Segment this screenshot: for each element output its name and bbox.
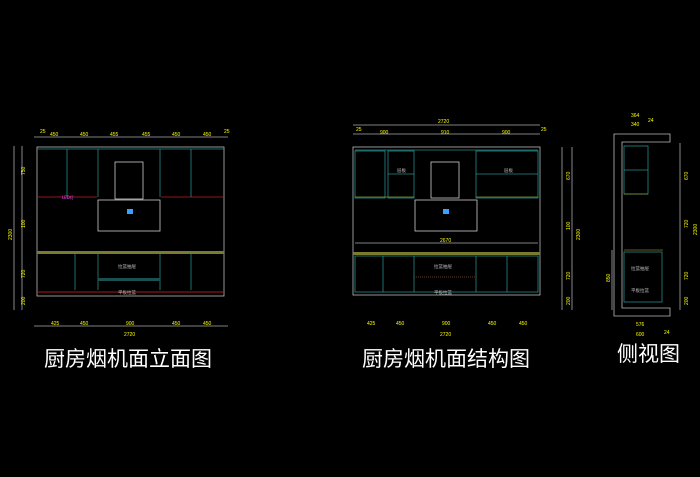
range-hood	[97, 199, 161, 232]
dim-label: 455	[142, 132, 151, 138]
dim-label: 670	[684, 171, 690, 180]
hood-chimney	[114, 161, 144, 200]
elevation-view	[13, 136, 228, 327]
drawer-label: 拉篮抽屉	[118, 263, 136, 270]
dim-label: 25	[224, 129, 230, 135]
dim-height: 2300	[693, 224, 699, 235]
dim-label: 25	[40, 129, 46, 135]
countertop	[37, 251, 224, 254]
drawer-label: 平板拉篮	[631, 287, 649, 294]
dim-label: 425	[367, 321, 376, 327]
dim-label: 450	[519, 321, 528, 327]
dim-counter: 2670	[440, 238, 451, 244]
elevation-outline	[36, 146, 225, 297]
dim-label: 450	[50, 132, 59, 138]
dim-label: 100	[566, 221, 572, 230]
dim-label: 200	[566, 296, 572, 305]
dim-label: 450	[172, 321, 181, 327]
shelf-label: 层板	[397, 167, 406, 174]
dim-label: 25	[356, 127, 362, 133]
dim-label: 425	[51, 321, 60, 327]
drawer-label: 平板拉篮	[118, 289, 136, 296]
dim-total: 2720	[124, 332, 135, 338]
dim-label: 200	[21, 296, 27, 305]
dim-label: 200	[684, 296, 690, 305]
side-wall-outline	[613, 133, 671, 317]
dim-label: 450	[203, 132, 212, 138]
drawer-label: 平板拉篮	[434, 289, 452, 296]
dim-height: 2300	[8, 229, 14, 240]
dim-label: 100	[21, 219, 27, 228]
dim-label: 720	[566, 271, 572, 280]
dim-label: 24	[664, 330, 670, 336]
dim-label: 450	[172, 132, 181, 138]
dim-label: 25	[541, 127, 547, 133]
dim-label: 450	[396, 321, 405, 327]
dim-label: 900	[126, 321, 135, 327]
dim-label: 720	[684, 271, 690, 280]
dim-label: 750	[21, 166, 27, 175]
structure-outline	[352, 146, 541, 296]
drawer-label: 拉篮抽屉	[434, 263, 452, 270]
drawer-label: 拉篮抽屉	[631, 265, 649, 272]
side-view	[611, 133, 681, 317]
dim-label: 455	[110, 132, 119, 138]
structure-title: 厨房烟机面结构图	[362, 347, 530, 371]
side-title: 侧视图	[617, 342, 680, 366]
structure-view	[352, 124, 573, 310]
dim-label: 450	[488, 321, 497, 327]
dim-label: 850	[606, 273, 612, 282]
dim-total: 2720	[440, 332, 451, 338]
dim-label: 450	[80, 321, 89, 327]
dim-label: 910	[441, 130, 450, 136]
dim-label: 720	[21, 269, 27, 278]
dim-label: 576	[636, 322, 645, 328]
dim-label: 900	[502, 130, 511, 136]
dim-label: 450	[80, 132, 89, 138]
dim-label: 600	[636, 332, 645, 338]
shelf-label: 层板	[504, 167, 513, 174]
dim-label: 900	[442, 321, 451, 327]
dim-label: 450	[203, 321, 212, 327]
dim-label: 720	[684, 219, 690, 228]
dim-label: 670	[566, 171, 572, 180]
dim-label: 24	[648, 118, 654, 124]
dim-label: 340	[631, 122, 640, 128]
elevation-title: 厨房烟机面立面图	[44, 347, 212, 371]
dim-label: 900	[380, 130, 389, 136]
dim-total: 2720	[438, 119, 449, 125]
led-label: LED灯	[62, 194, 74, 200]
dim-height: 2300	[576, 229, 582, 240]
dim-label: 364	[631, 113, 640, 119]
